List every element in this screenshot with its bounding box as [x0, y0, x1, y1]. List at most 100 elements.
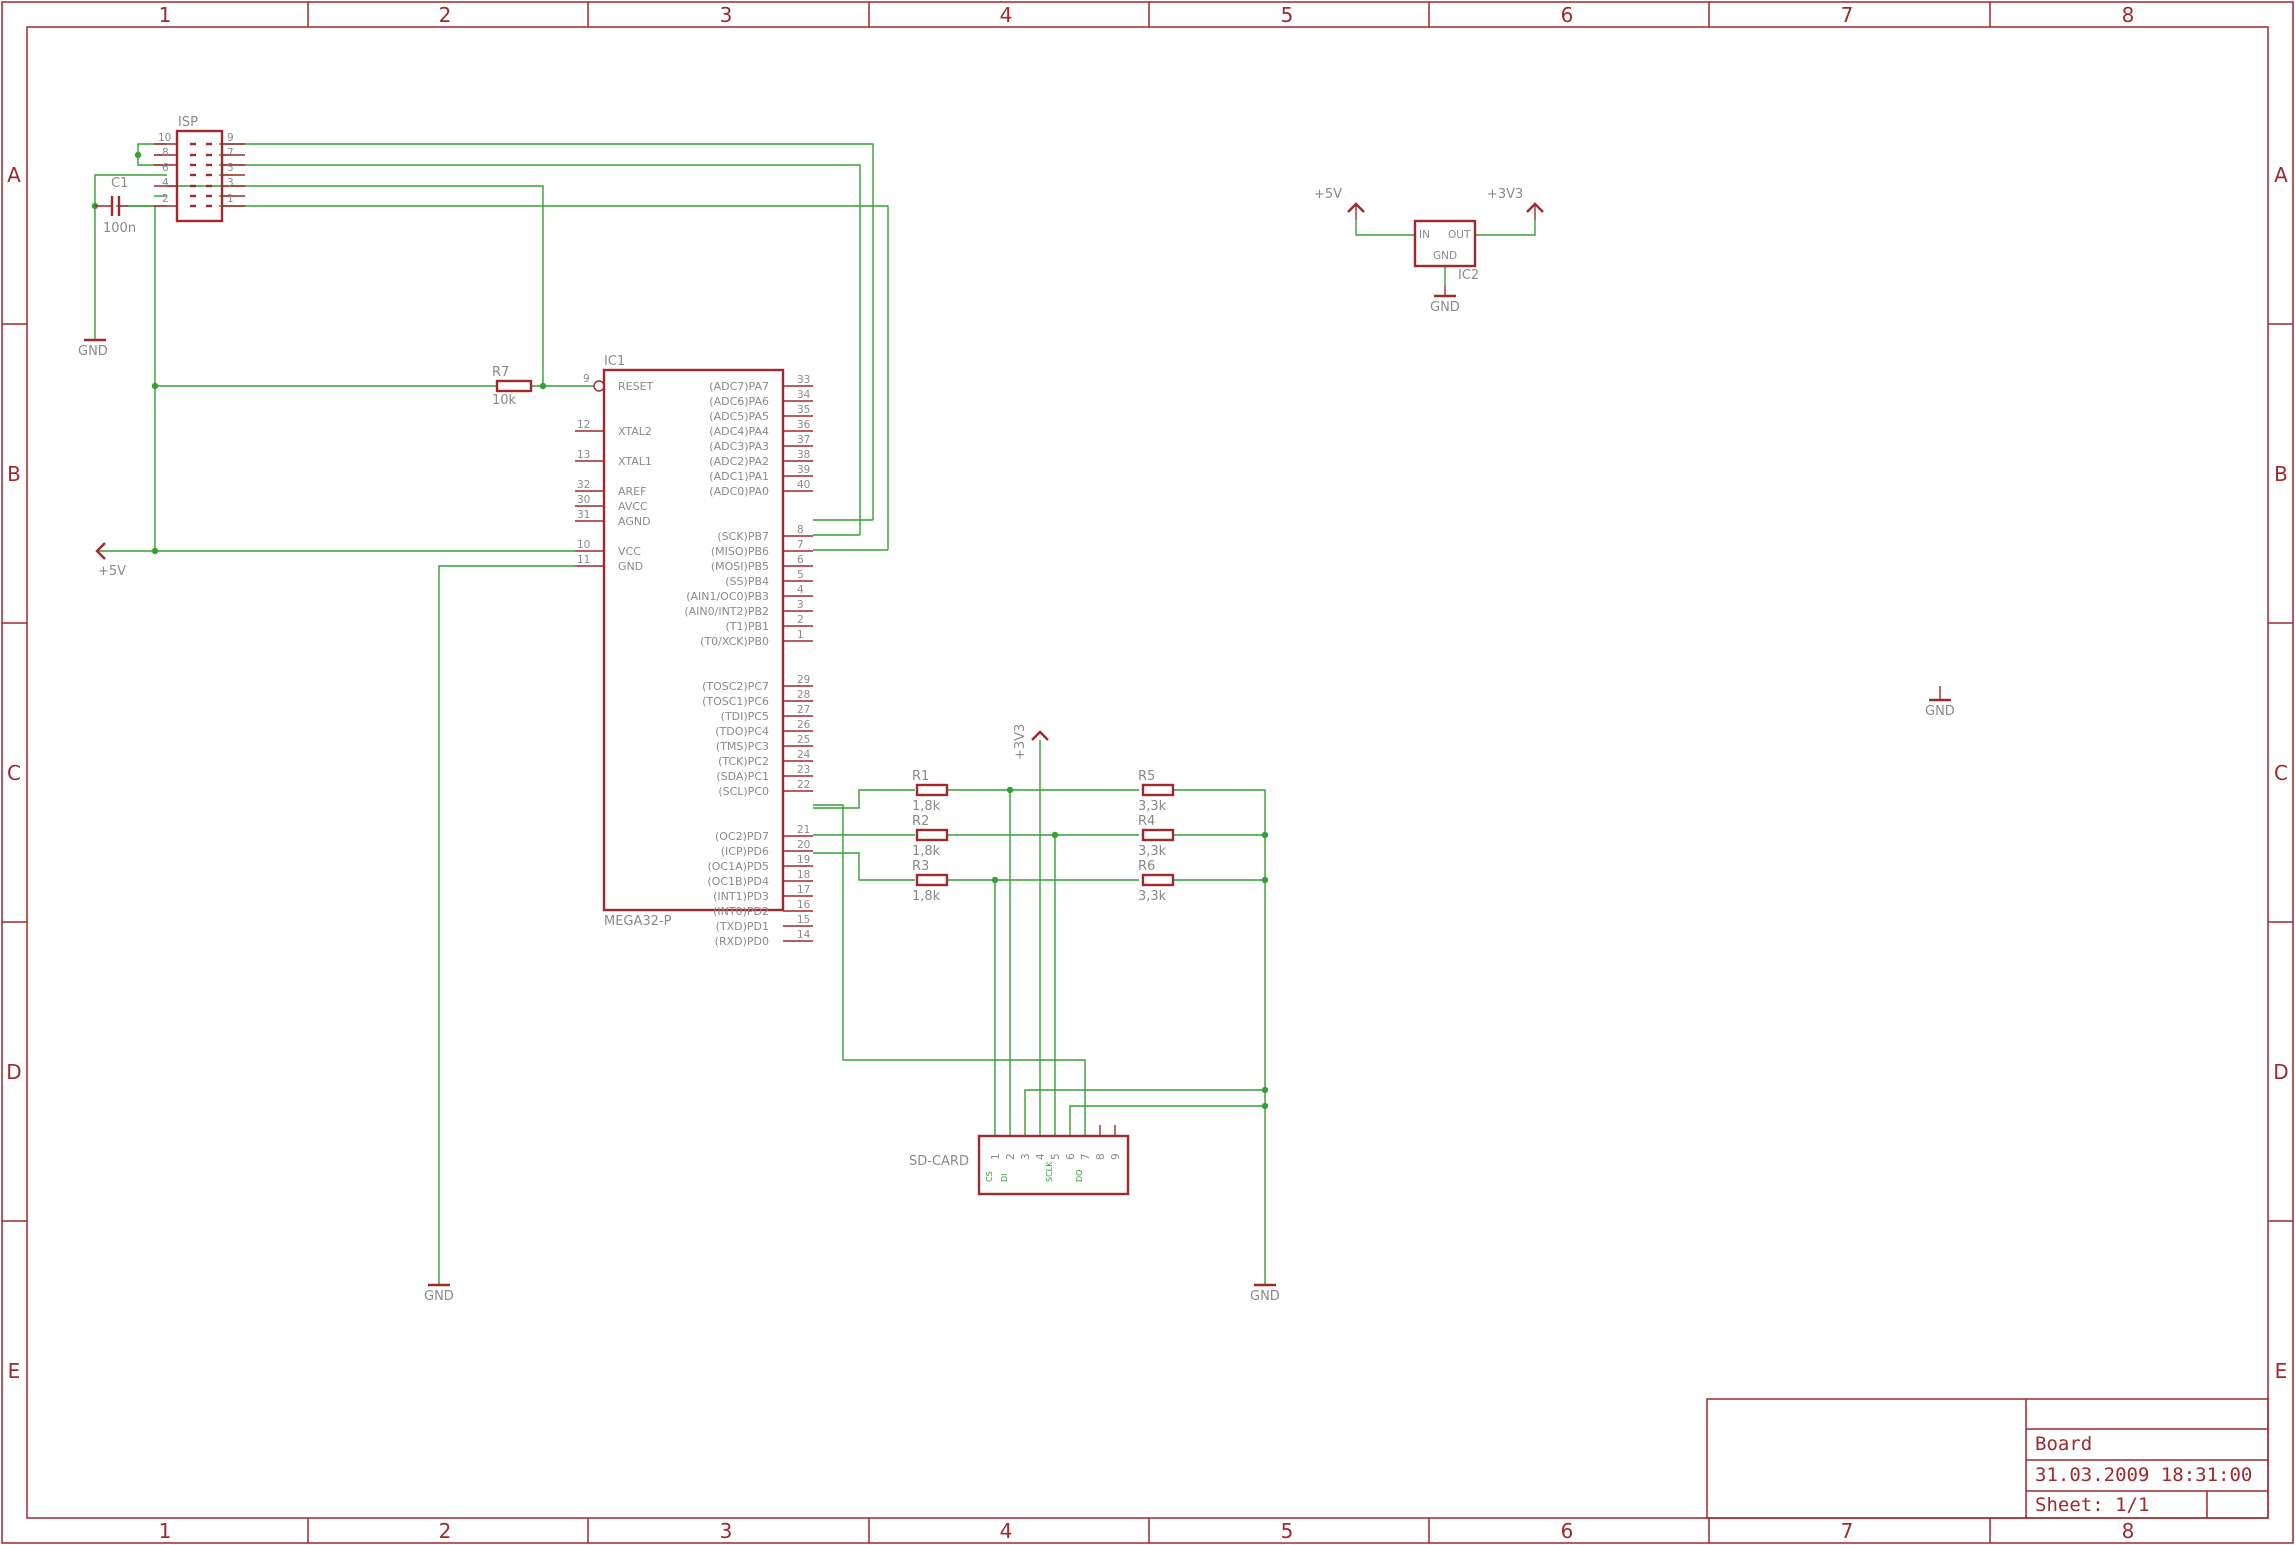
sdcard-pin-number: 2	[1005, 1153, 1017, 1160]
isp-label: ISP	[178, 115, 198, 130]
ic1-pin-number: 31	[577, 509, 590, 521]
col-label: 2	[439, 3, 452, 27]
r7-label: R7	[492, 365, 509, 380]
ic1-pin-label: GND	[618, 560, 643, 573]
ic1-pin-number: 26	[797, 719, 811, 731]
ic1-pin-number: 11	[577, 554, 590, 566]
ic1-pin-number: 19	[797, 854, 810, 866]
sdcard-pin-number: 3	[1020, 1153, 1032, 1160]
plus3v3-label: +3V3	[1487, 187, 1523, 202]
supply-3v3-ic2: +3V3	[1487, 187, 1544, 220]
ic1-pin-label: (TDO)PC4	[715, 725, 769, 738]
ic1-pin-label: (SDA)PC1	[716, 770, 769, 783]
col-label: 3	[720, 1519, 733, 1543]
ic1-pin-number: 29	[797, 674, 810, 686]
col-label: 4	[1000, 3, 1013, 27]
ic1-pin-number: 36	[797, 419, 811, 431]
resistor-r6: R6 3,3k	[1138, 859, 1175, 904]
ic1-pin-number: 14	[797, 929, 811, 941]
isp-pin-number: 7	[227, 147, 234, 159]
ic1-pin-number: 1	[797, 629, 804, 641]
isp-pin-number: 3	[227, 177, 234, 189]
isp-pin-number: 10	[158, 132, 171, 144]
title-block: Board 31.03.2009 18:31:00 Sheet: 1/1	[1706, 1398, 2269, 1519]
sdcard-signal: DI	[1000, 1173, 1009, 1182]
ic1-pin-label: AGND	[618, 515, 651, 528]
r4-label: R4	[1138, 814, 1155, 829]
r1-label: R1	[912, 769, 929, 784]
ic1-pin-number: 10	[577, 539, 590, 551]
r2-value: 1,8k	[912, 844, 941, 859]
ic1-pin-number: 17	[797, 884, 810, 896]
ic1-pin-label: AREF	[618, 485, 646, 498]
ic1-pin-label: (ADC4)PA4	[709, 425, 769, 438]
sdcard-signal: SCLK	[1045, 1161, 1054, 1182]
ic1-pin-number: 34	[797, 389, 811, 401]
sdcard-pin-number: 4	[1035, 1153, 1047, 1160]
r3-value: 1,8k	[912, 889, 941, 904]
row-label: B	[7, 462, 21, 486]
row-label: D	[2273, 1060, 2288, 1084]
isp-pin-number: 1	[227, 193, 234, 205]
resistor-r2: R2 1,8k	[912, 814, 949, 859]
title-board-name: Board	[2035, 1433, 2092, 1455]
col-label: 5	[1281, 1519, 1294, 1543]
gnd-symbol-ic2: GND	[1430, 285, 1460, 315]
resistor-r1: R1 1,8k	[912, 769, 949, 814]
ic1-pin-number: 23	[797, 764, 810, 776]
ic1-pin-label: AVCC	[618, 500, 648, 513]
row-label: E	[2275, 1359, 2288, 1383]
ic1-pin-label: (T1)PB1	[726, 620, 769, 633]
sdcard-signal: CS	[985, 1171, 994, 1182]
isp-connector: ISP 10 8 6 4 2 9 7 5 3 1	[154, 115, 245, 223]
c1-value: 100n	[103, 221, 136, 236]
row-label: D	[6, 1060, 21, 1084]
ic1-pin-label: (INT1)PD3	[713, 890, 769, 903]
ic1-pin-number: 3	[797, 599, 804, 611]
ic1-pin-number: 25	[797, 734, 810, 746]
ic1-pin-number: 22	[797, 779, 810, 791]
col-label: 3	[720, 3, 733, 27]
ic1-pin-label: (MISO)PB6	[711, 545, 769, 558]
r1-value: 1,8k	[912, 799, 941, 814]
row-label: A	[7, 163, 21, 187]
sdcard-pin-number: 6	[1065, 1153, 1077, 1160]
ic1-pin-label: XTAL1	[618, 455, 652, 468]
ic1-mega32: IC1 MEGA32-P 9 12 13 32 30 31 10 11 RESE…	[575, 354, 813, 948]
ic1-pin-number: 38	[797, 449, 810, 461]
ic1-label: IC1	[604, 354, 625, 369]
ic1-pin-label: XTAL2	[618, 425, 652, 438]
nets	[94, 143, 1536, 1285]
ic1-pin-label: (TDI)PC5	[721, 710, 769, 723]
col-label: 4	[1000, 1519, 1013, 1543]
row-label: B	[2274, 462, 2288, 486]
sdcard-pin-number: 7	[1080, 1153, 1092, 1160]
ic1-pin-number: 27	[797, 704, 810, 716]
ic1-pin-number: 5	[797, 569, 804, 581]
r5-label: R5	[1138, 769, 1155, 784]
supply-3v3-divider: +3V3	[1013, 724, 1049, 760]
supply-5v-left: +5V	[95, 542, 126, 579]
sdcard-pin-number: 1	[990, 1153, 1002, 1160]
gnd-symbol-unconnected: GND	[1925, 686, 1955, 719]
r5-value: 3,3k	[1138, 799, 1167, 814]
ic1-pin-label: (ADC6)PA6	[709, 395, 769, 408]
col-label: 7	[1841, 1519, 1854, 1543]
row-label: C	[7, 761, 21, 785]
col-label: 1	[159, 1519, 172, 1543]
ic1-pin-label: (T0/XCK)PB0	[700, 635, 769, 648]
ic1-pin-number: 20	[797, 839, 810, 851]
gnd-symbol-c1: GND	[78, 338, 108, 359]
ic1-right-pins: 33(ADC7)PA734(ADC6)PA635(ADC5)PA536(ADC4…	[684, 374, 813, 948]
isp-pin-number: 6	[162, 162, 169, 174]
row-label: E	[8, 1359, 21, 1383]
plus5v-label: +5V	[98, 564, 126, 579]
ic1-pin-number: 8	[797, 524, 804, 536]
ic2-gnd-label: GND	[1433, 250, 1457, 262]
ic1-pin-number: 37	[797, 434, 810, 446]
sdcard-signal: DO	[1075, 1170, 1084, 1182]
junctions	[91, 151, 1269, 1110]
plus3v3-label: +3V3	[1013, 724, 1028, 760]
